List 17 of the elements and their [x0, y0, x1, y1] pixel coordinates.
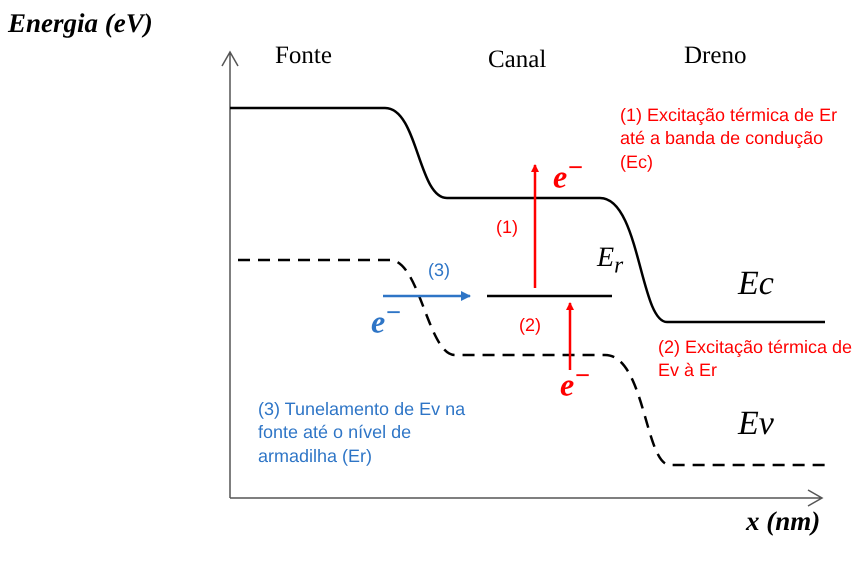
axis-label: x (nm)	[746, 505, 820, 538]
annotation-text: (2) Excitação térmica de Ev à Er	[658, 336, 854, 382]
region-label: Canal	[488, 45, 546, 75]
energy-level-label: Ev	[738, 404, 774, 444]
annotation-text: (1) Excitação térmica de Er até a banda de condução (Ec)	[620, 104, 838, 174]
electron-symbol: e$^{−}$	[371, 296, 402, 342]
step-number: (1)	[496, 216, 518, 239]
electron-symbol: e$^{−}$	[560, 359, 590, 405]
axis-label: Energia (eV)	[8, 7, 153, 40]
energy-level-label: Ec	[738, 264, 774, 304]
region-label: Dreno	[684, 41, 746, 71]
step-number: (2)	[519, 314, 541, 337]
annotation-text: (3) Tunelamento de Ev na fonte até o nível de armadilha (Er)	[258, 398, 466, 468]
energy-level-label: E$_{r}$	[597, 241, 624, 281]
region-label: Fonte	[275, 41, 332, 71]
electron-symbol: e$^{−}$	[553, 151, 584, 197]
step-number: (3)	[428, 259, 450, 282]
